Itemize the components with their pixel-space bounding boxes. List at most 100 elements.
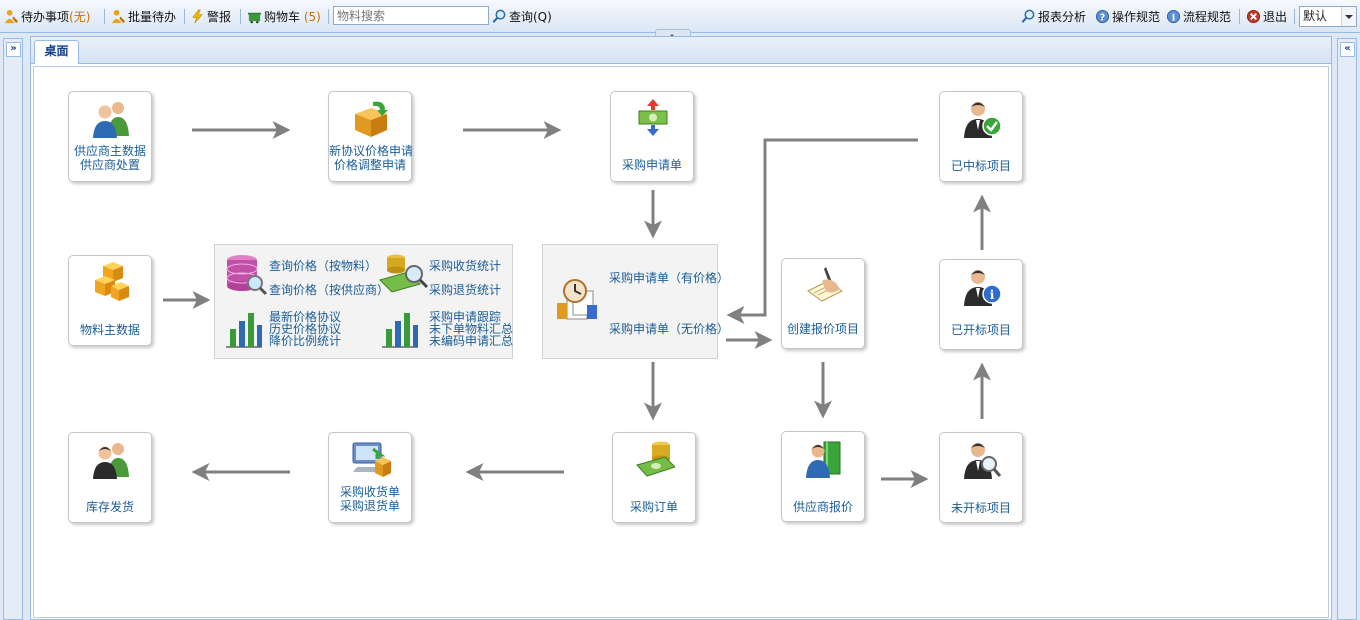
help-icon: ?: [1095, 9, 1110, 23]
node-label: 已中标项目: [950, 159, 1011, 173]
view-select-value: 默认: [1303, 9, 1328, 23]
clock-documents-icon: [557, 279, 597, 320]
toolbar-divider: [328, 9, 329, 24]
node-supplier-master[interactable]: 供应商主数据 供应商处置: [68, 91, 152, 182]
cart-icon: [247, 12, 262, 24]
node-label: 供应商处置: [79, 158, 140, 172]
query-button[interactable]: 查询(Q): [492, 8, 552, 26]
user-check-icon: [964, 102, 1002, 138]
signing-document-icon: [807, 267, 843, 302]
link-price-by-material[interactable]: 查询价格（按物料）: [269, 259, 378, 273]
tab-desktop[interactable]: 桌面: [34, 40, 79, 64]
user-info-icon: i: [964, 270, 1002, 306]
link-latest-agreement[interactable]: 最新价格协议: [269, 310, 342, 324]
node-label: 价格调整申请: [333, 158, 406, 172]
node-purchase-order[interactable]: 采购订单: [612, 432, 696, 523]
node-inventory-shipping[interactable]: 库存发货: [68, 432, 152, 523]
node-create-quote-project[interactable]: 创建报价项目: [781, 258, 865, 349]
cart-count: (5): [303, 10, 321, 24]
node-label: 新协议价格申请: [329, 144, 414, 158]
purchase-request-group: 采购申请单（有价格） 采购申请单（无价格）: [542, 244, 729, 359]
node-purchase-request[interactable]: 采购申请单: [610, 91, 694, 182]
expand-right-icon[interactable]: «: [1340, 42, 1355, 57]
todo-user-icon: [4, 9, 19, 24]
node-label: 物料主数据: [79, 323, 140, 337]
users-icon: [93, 443, 129, 479]
svg-text:i: i: [990, 288, 995, 302]
info-icon: i: [1166, 9, 1181, 23]
node-material-master[interactable]: 物料主数据: [68, 255, 152, 346]
batch-todo-icon: [111, 9, 126, 24]
node-label: 库存发货: [85, 500, 134, 514]
operation-rules-label: 操作规范: [1112, 10, 1161, 24]
box-icon: [355, 101, 388, 137]
toolbar-divider: [104, 9, 105, 24]
link-unordered-material[interactable]: 未下单物料汇总: [429, 322, 514, 336]
toolbar-divider: [240, 9, 241, 24]
logout-button[interactable]: 退出: [1246, 8, 1287, 26]
right-collapsed-panel: «: [1337, 38, 1357, 620]
node-opened-project[interactable]: i 已开标项目: [939, 259, 1023, 350]
node-unopened-project[interactable]: 未开标项目: [939, 432, 1023, 523]
node-label: 供应商报价: [792, 500, 853, 514]
bar-chart-icon: [226, 313, 262, 348]
node-label: 采购收货单: [339, 485, 400, 499]
svg-text:i: i: [1172, 12, 1176, 23]
user-book-icon: [806, 441, 841, 478]
close-icon: [1246, 9, 1261, 24]
link-request-without-price[interactable]: 采购申请单（无价格）: [609, 322, 730, 336]
link-receipt-stats[interactable]: 采购收货统计: [429, 259, 502, 273]
lightning-icon: [192, 9, 203, 24]
toolbar-divider: [1294, 9, 1295, 24]
material-search-input[interactable]: [333, 6, 489, 25]
link-uncoded-request[interactable]: 未编码申请汇总: [429, 334, 514, 348]
link-price-reduction-stats[interactable]: 降价比例统计: [269, 334, 342, 348]
tab-strip: 桌面: [31, 37, 1331, 64]
node-label: 采购订单: [629, 500, 678, 514]
operation-rules-button[interactable]: ?操作规范: [1095, 8, 1160, 26]
toolbar-divider: [184, 9, 185, 24]
link-return-stats[interactable]: 采购退货统计: [429, 283, 502, 297]
node-label: 已开标项目: [950, 323, 1011, 337]
node-won-project[interactable]: 已中标项目: [939, 91, 1023, 182]
batch-todo-button[interactable]: 批量待办: [111, 8, 176, 26]
view-select[interactable]: 默认: [1299, 6, 1357, 27]
search-icon: [492, 9, 506, 23]
computer-box-icon: [352, 442, 391, 477]
alert-label: 警报: [207, 10, 232, 24]
bar-chart-icon: [382, 313, 418, 348]
flow-arrow: [726, 138, 918, 324]
search-icon: [1021, 9, 1035, 23]
batch-todo-label: 批量待办: [128, 10, 177, 24]
collapse-toolbar-handle[interactable]: [655, 29, 691, 37]
cart-button[interactable]: 购物车 (5): [247, 8, 321, 26]
cart-label: 购物车: [264, 10, 301, 24]
query-label: 查询(Q): [509, 10, 552, 24]
alert-button[interactable]: 警报: [190, 8, 231, 26]
expand-left-icon[interactable]: »: [6, 42, 21, 57]
link-request-tracking[interactable]: 采购申请跟踪: [429, 310, 502, 324]
link-history-agreement[interactable]: 历史价格协议: [269, 322, 342, 336]
money-icon: [636, 441, 675, 477]
node-supplier-quote[interactable]: 供应商报价: [781, 431, 865, 522]
money-exchange-icon: [638, 99, 668, 136]
link-request-with-price[interactable]: 采购申请单（有价格）: [609, 271, 730, 285]
todo-button[interactable]: 待办事项(无): [4, 8, 90, 26]
node-label: 采购申请单: [621, 158, 682, 172]
process-rules-label: 流程规范: [1183, 10, 1232, 24]
link-price-by-supplier[interactable]: 查询价格（按供应商）: [269, 283, 390, 297]
process-rules-button[interactable]: i 流程规范: [1166, 8, 1231, 26]
node-new-agreement[interactable]: 新协议价格申请 价格调整申请: [328, 91, 414, 182]
node-label: 采购退货单: [339, 499, 400, 513]
database-search-icon: [226, 255, 268, 296]
logout-label: 退出: [1263, 10, 1288, 24]
money-search-icon: [379, 254, 429, 293]
toolbar-divider: [1239, 9, 1240, 24]
node-receipt-return[interactable]: 采购收货单 采购退货单: [328, 432, 412, 523]
node-label: 未开标项目: [950, 501, 1011, 515]
query-report-group: 查询价格（按物料） 查询价格（按供应商） 采购收货统计 采购退货统计 最新价格协…: [214, 244, 513, 359]
report-button[interactable]: 报表分析: [1021, 8, 1086, 26]
cubes-icon: [95, 262, 129, 301]
todo-label: 待办事项: [21, 10, 70, 24]
